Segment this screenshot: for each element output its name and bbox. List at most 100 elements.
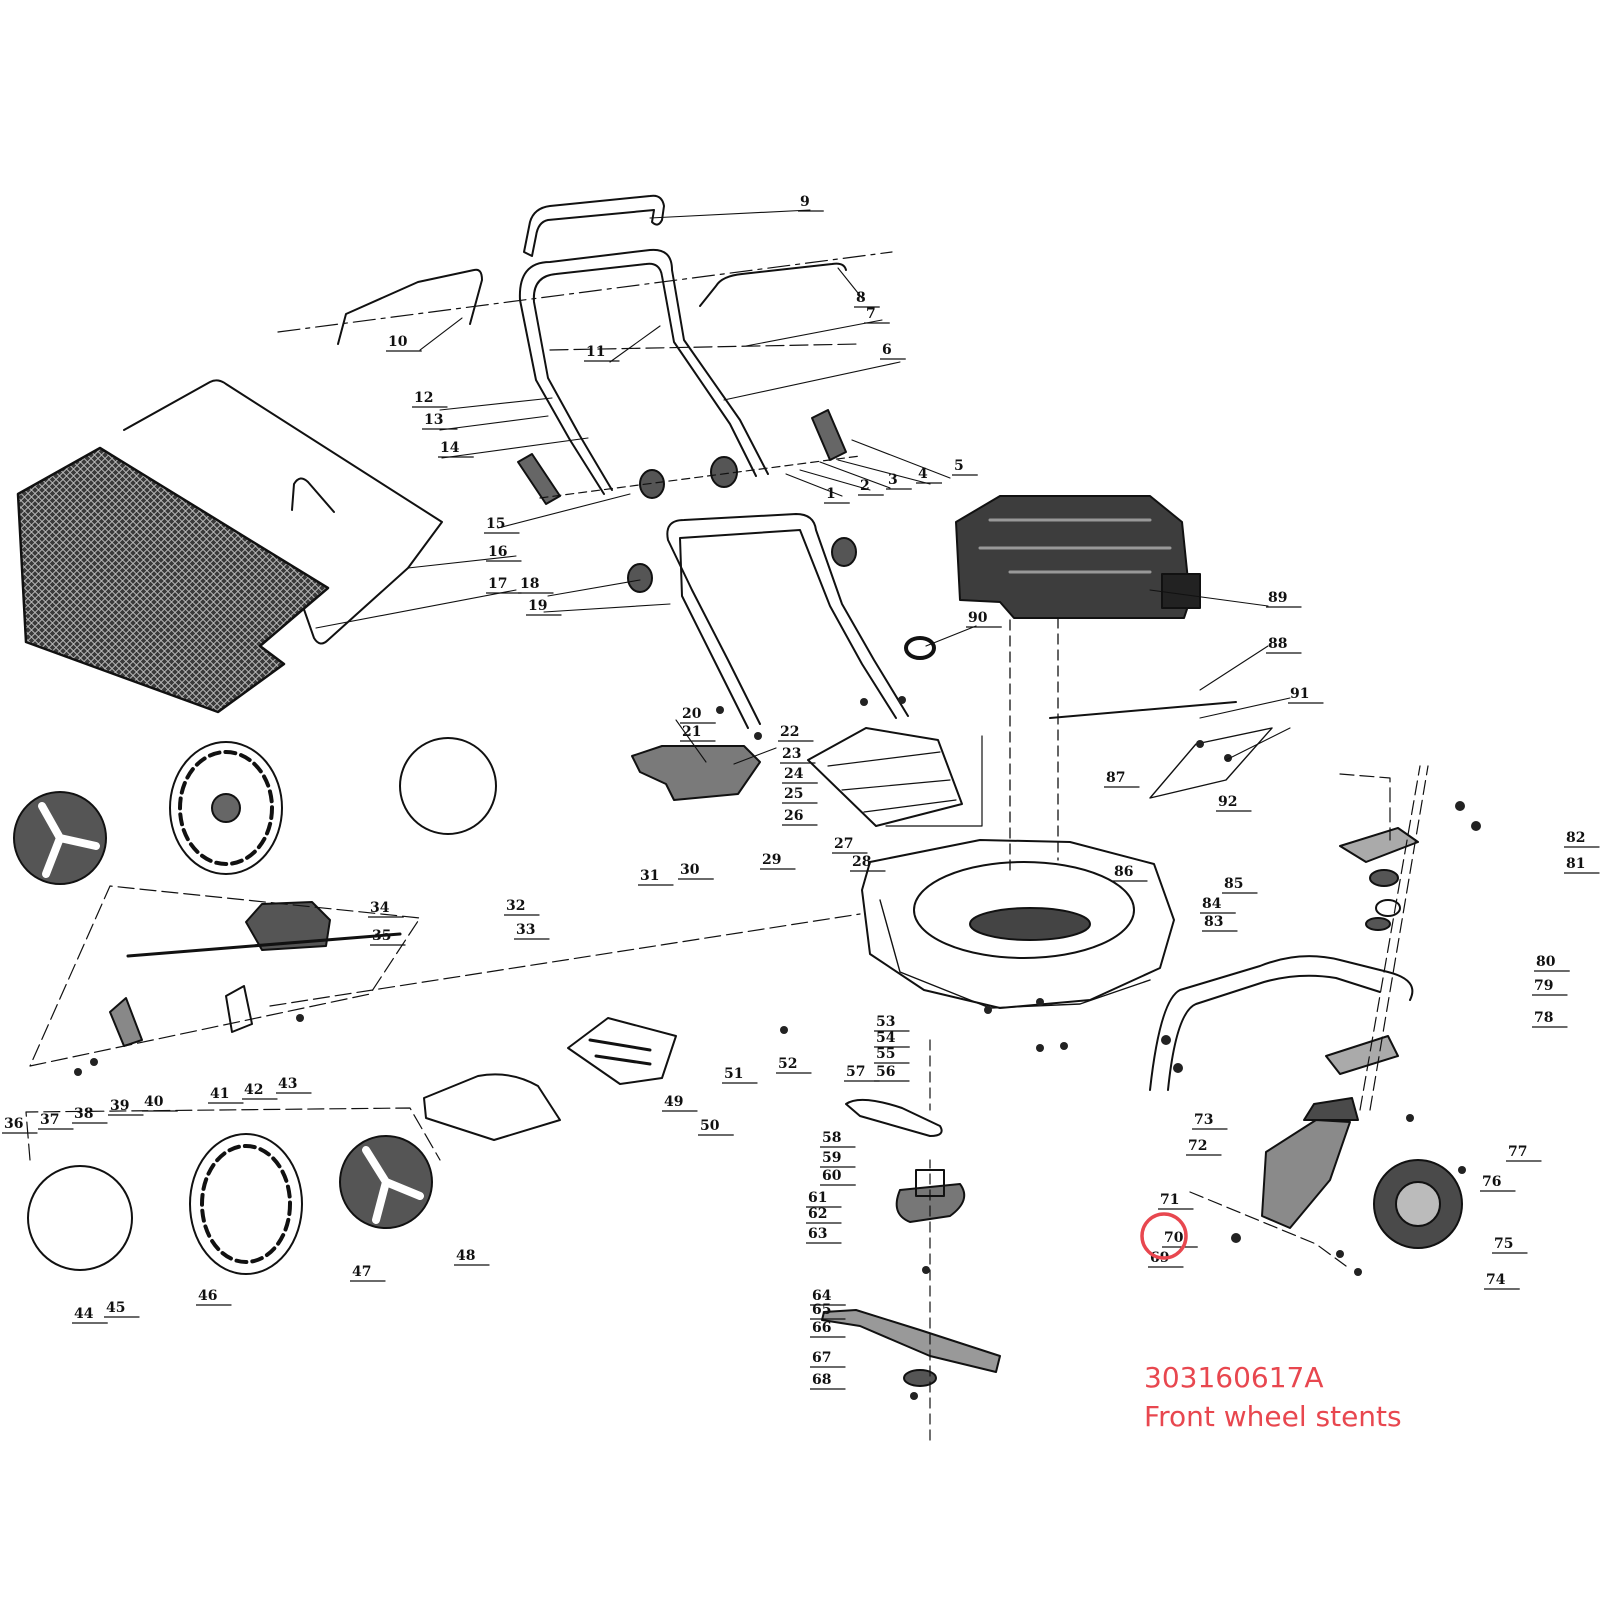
part-label-17: 17	[488, 576, 507, 592]
engine-body	[955, 495, 1191, 619]
assembly-line-5	[1189, 1191, 1347, 1267]
drive-belt	[845, 1098, 943, 1137]
gear-bracket-right	[225, 985, 253, 1033]
part-label-72: 72	[1188, 1138, 1207, 1154]
blade	[821, 1309, 1001, 1373]
handle-axis-line-1	[277, 251, 893, 333]
frame-lines-86	[885, 735, 983, 827]
upper-handle	[518, 248, 769, 495]
stent-pivot	[1303, 1097, 1359, 1121]
part-label-78: 78	[1534, 1010, 1553, 1026]
part-label-71: 71	[1160, 1192, 1179, 1208]
part-label-45: 45	[106, 1300, 125, 1316]
wheel-47-spokes	[362, 1146, 424, 1224]
pulley-assembly	[895, 1183, 966, 1223]
part-label-30: 30	[680, 862, 700, 878]
handle-axis-line-2	[549, 343, 861, 351]
rear-flap	[807, 727, 963, 827]
part-label-40: 40	[144, 1094, 164, 1110]
cable-stay-left	[337, 268, 483, 345]
part-label-6: 6	[882, 342, 892, 358]
gearbox	[245, 901, 331, 951]
part-label-1: 1	[826, 486, 836, 502]
wheel-46	[189, 1133, 303, 1275]
part-label-51: 51	[724, 1066, 743, 1082]
part-label-28: 28	[852, 854, 871, 870]
rear-wheel	[169, 741, 283, 875]
assembly-line-4	[1339, 773, 1391, 841]
part-label-64: 64	[812, 1288, 832, 1304]
deck-opening-inner	[969, 907, 1091, 941]
lever-left	[517, 453, 561, 505]
engine-detail	[978, 518, 1172, 574]
highlight-circle	[1140, 1212, 1188, 1260]
part-label-76: 76	[1482, 1174, 1501, 1190]
part-label-37: 37	[40, 1112, 59, 1128]
part-label-27: 27	[834, 836, 853, 852]
part-label-82: 82	[1566, 830, 1585, 846]
part-label-38: 38	[74, 1106, 93, 1122]
part-label-34: 34	[370, 900, 390, 916]
handle-knob-left	[639, 469, 665, 499]
handle-knob-lower-right	[831, 537, 857, 567]
grass-bag-frame	[123, 379, 443, 645]
part-label-56: 56	[876, 1064, 895, 1080]
rear-wheel-tread	[178, 750, 274, 866]
assembly-line-1	[29, 885, 421, 1067]
bushing-2	[1375, 899, 1401, 917]
deck-opening	[913, 861, 1135, 959]
grass-bag-handle	[291, 477, 335, 513]
rear-flap-lines	[827, 751, 957, 813]
handle-knob-lower-left	[627, 563, 653, 593]
part-label-19: 19	[528, 598, 547, 614]
part-label-62: 62	[808, 1206, 827, 1222]
part-label-9: 9	[800, 194, 810, 210]
part-label-65: 65	[812, 1302, 831, 1318]
part-label-47: 47	[352, 1264, 371, 1280]
engine-shaft	[1009, 617, 1059, 871]
part-label-39: 39	[110, 1098, 129, 1114]
gear-bracket-left	[109, 997, 143, 1047]
grass-bag	[16, 446, 330, 714]
handle-top-bar	[523, 194, 665, 257]
part-label-33: 33	[516, 922, 535, 938]
part-label-88: 88	[1268, 636, 1287, 652]
rear-wheel-plate	[399, 737, 497, 835]
part-label-77: 77	[1508, 1144, 1527, 1160]
part-label-14: 14	[440, 440, 460, 456]
assembly-line-3	[269, 913, 861, 1007]
upper-handle-inner	[532, 262, 757, 491]
part-label-57: 57	[846, 1064, 865, 1080]
lever-right	[811, 409, 847, 461]
part-label-85: 85	[1224, 876, 1243, 892]
part-label-11: 11	[586, 344, 605, 360]
wheel-46-tread	[200, 1144, 292, 1264]
handle-knob-right	[710, 456, 738, 488]
part-label-4: 4	[918, 466, 928, 482]
part-label-41: 41	[210, 1086, 229, 1102]
leader-lines	[315, 209, 1291, 765]
part-label-32: 32	[506, 898, 525, 914]
part-label-63: 63	[808, 1226, 827, 1242]
part-label-81: 81	[1566, 856, 1585, 872]
fasteners	[74, 696, 1481, 1400]
front-wheel-hub	[1395, 1181, 1441, 1227]
part-label-74: 74	[1486, 1272, 1506, 1288]
stent-axis-2	[1369, 765, 1429, 1111]
part-label-46: 46	[198, 1288, 217, 1304]
cable-stay-right	[699, 262, 847, 307]
part-label-44: 44	[74, 1306, 94, 1322]
part-name-annotation: Front wheel stents	[1144, 1400, 1402, 1433]
part-label-18: 18	[520, 576, 539, 592]
part-label-89: 89	[1268, 590, 1287, 606]
part-label-15: 15	[486, 516, 505, 532]
stent-axis-1	[1359, 765, 1421, 1111]
panel-88-line	[1049, 701, 1237, 719]
part-label-13: 13	[424, 412, 443, 428]
part-label-70: 70	[1164, 1230, 1184, 1246]
part-label-53: 53	[876, 1014, 895, 1030]
part-label-73: 73	[1194, 1112, 1213, 1128]
front-axle-plate	[27, 1165, 133, 1271]
part-label-26: 26	[784, 808, 803, 824]
